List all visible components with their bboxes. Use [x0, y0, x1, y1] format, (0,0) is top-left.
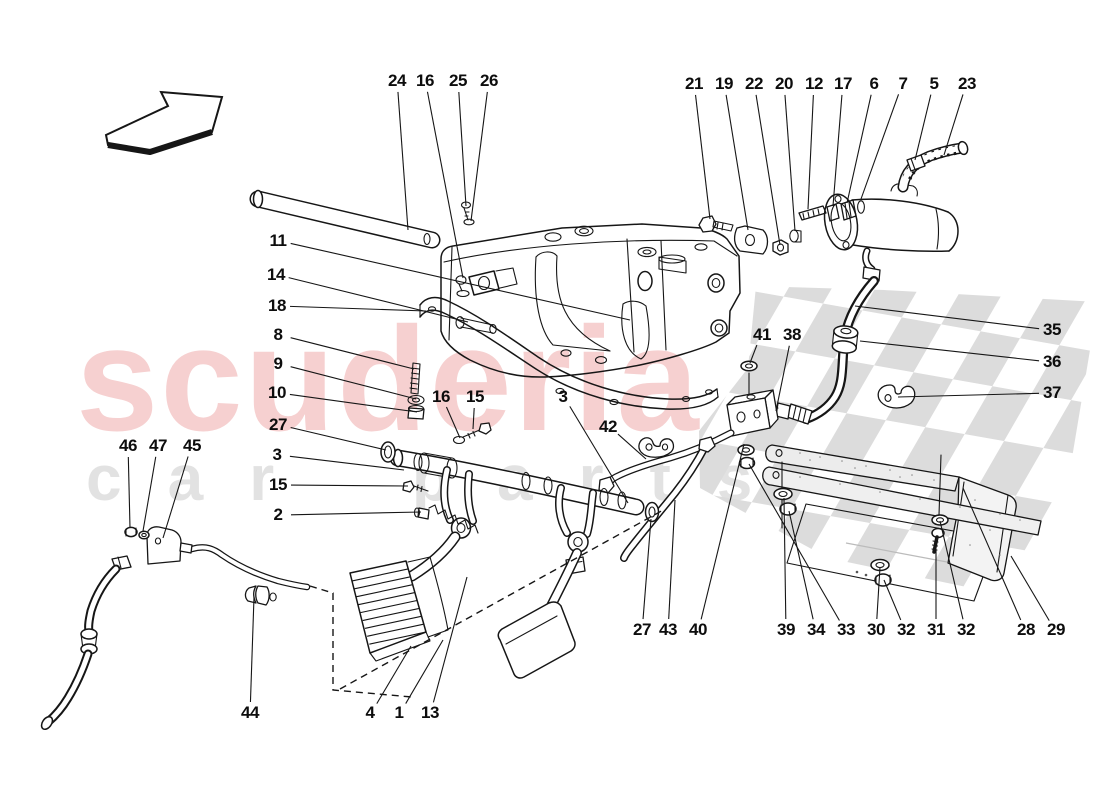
part-callout-35: 35	[1043, 320, 1061, 339]
part-callout-33: 33	[837, 620, 855, 639]
part-callout-17: 17	[834, 74, 852, 93]
part-callout-34: 34	[807, 620, 825, 639]
pipe-clamp	[638, 437, 675, 458]
checkered-flag-pattern	[699, 286, 1098, 594]
part-callout-38: 38	[783, 325, 801, 344]
part-callout-15: 15	[269, 475, 287, 494]
part-callout-12: 12	[805, 74, 823, 93]
part-callout-42: 42	[599, 417, 617, 436]
part-callout-29: 29	[1047, 620, 1065, 639]
part-callout-6: 6	[869, 74, 879, 93]
part-callout-20: 20	[775, 74, 793, 93]
pedal-support-cover	[440, 201, 741, 378]
part-callout-37: 37	[1043, 383, 1061, 402]
clutch-hose-union	[40, 526, 311, 731]
part-callout-23: 23	[958, 74, 976, 93]
part-callout-43: 43	[659, 620, 677, 639]
watermark-brand: scuderia	[76, 297, 701, 462]
part-callout-10: 10	[268, 383, 286, 402]
part-callout-21: 21	[685, 74, 703, 93]
part-callout-7: 7	[898, 74, 908, 93]
part-callout-18: 18	[268, 296, 286, 315]
part-callout-30: 30	[867, 620, 885, 639]
part-callout-25: 25	[449, 71, 467, 90]
cover-gasket	[419, 296, 719, 410]
part-callout-3: 3	[558, 387, 568, 406]
part-callout-22: 22	[745, 74, 763, 93]
part-callout-14: 14	[267, 265, 285, 284]
direction-arrow-icon	[104, 90, 224, 155]
pushrod-axis-dashed-line	[339, 508, 666, 690]
part-callout-13: 13	[421, 703, 439, 722]
part-callout-27: 27	[269, 415, 287, 434]
pedal-box-dashed-outline	[309, 585, 413, 698]
part-callout-27: 27	[633, 620, 651, 639]
part-callout-24: 24	[388, 71, 406, 90]
stud-washer-nut	[407, 362, 425, 420]
brake-pedal	[497, 484, 597, 679]
part-callout-5: 5	[929, 74, 939, 93]
part-callout-44: 44	[241, 703, 259, 722]
part-callout-16: 16	[416, 71, 434, 90]
part-callout-47: 47	[149, 436, 167, 455]
part-callout-36: 36	[1043, 352, 1061, 371]
part-callout-2: 2	[273, 505, 283, 524]
clutch-flexible-hose	[769, 276, 916, 425]
part-callout-39: 39	[777, 620, 795, 639]
part-callout-15: 15	[466, 387, 484, 406]
part-callout-9: 9	[273, 354, 283, 373]
part-callout-31: 31	[927, 620, 945, 639]
part-callout-3: 3	[272, 445, 282, 464]
part-callout-32: 32	[957, 620, 975, 639]
part-callout-4: 4	[365, 703, 375, 722]
part-callout-26: 26	[480, 71, 498, 90]
part-callout-1: 1	[394, 703, 404, 722]
part-callout-32: 32	[897, 620, 915, 639]
part-callout-45: 45	[183, 436, 201, 455]
part-callout-41: 41	[753, 325, 771, 344]
clutch-pedal	[349, 422, 492, 662]
part-callout-16: 16	[432, 387, 450, 406]
part-callout-28: 28	[1017, 620, 1035, 639]
part-callout-19: 19	[715, 74, 733, 93]
part-callout-11: 11	[269, 231, 287, 250]
part-callout-46: 46	[119, 436, 137, 455]
part-callout-8: 8	[273, 325, 283, 344]
part-callout-40: 40	[689, 620, 707, 639]
callout-leader-lines	[127, 91, 1050, 704]
pedal-shaft-rod	[249, 189, 441, 249]
hydraulic-junction-block	[726, 360, 779, 470]
